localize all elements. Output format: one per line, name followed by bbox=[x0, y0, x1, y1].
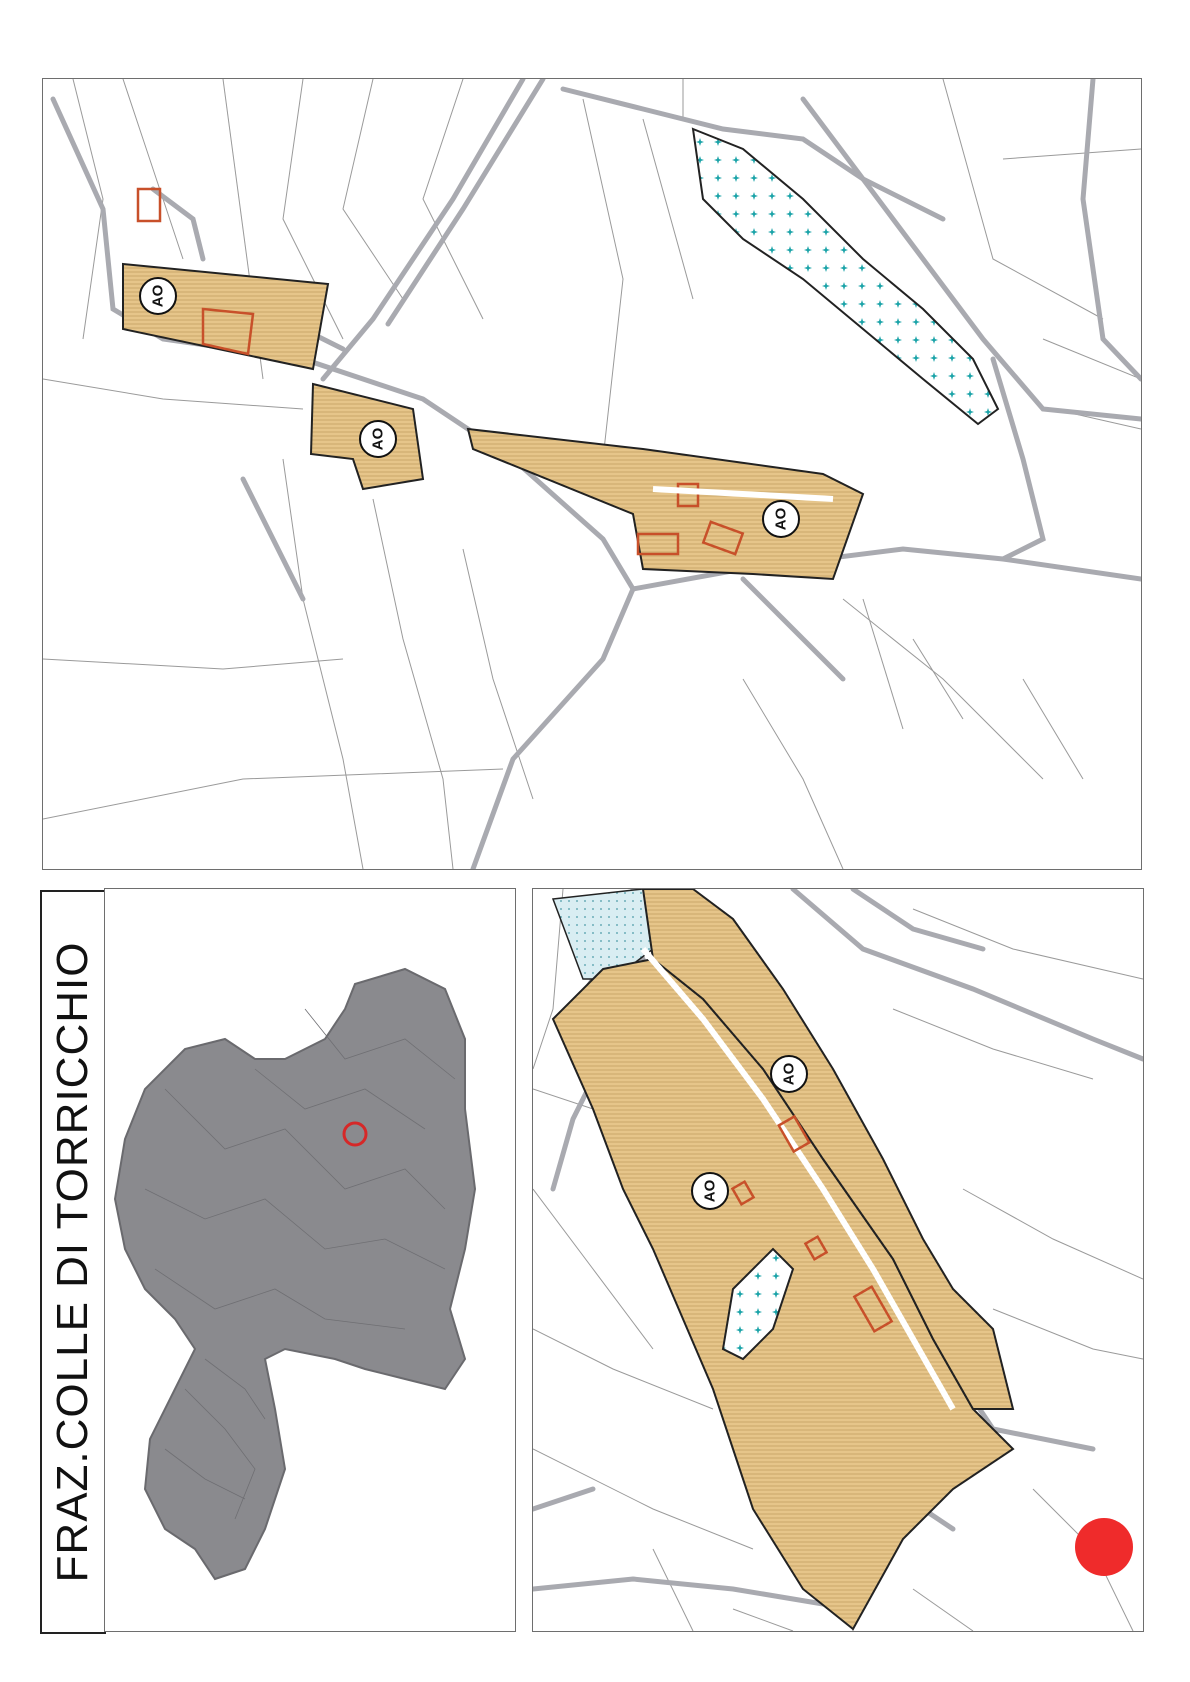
location-marker bbox=[342, 1121, 368, 1147]
zone-label-5: AO bbox=[702, 1179, 719, 1202]
upper-map-panel[interactable]: AO AO AO bbox=[42, 78, 1142, 870]
map-title: FRAZ.COLLE DI TORRICCHIO bbox=[48, 941, 97, 1583]
zone-label-4: AO bbox=[781, 1062, 798, 1085]
zone-ao-lower-2 bbox=[641, 889, 1015, 1410]
zone-label-1: AO bbox=[150, 284, 167, 307]
lower-map-panel[interactable]: AO AO bbox=[532, 888, 1144, 1632]
red-dot-marker bbox=[1075, 1518, 1133, 1576]
zone-labels: AO AO bbox=[691, 1055, 808, 1210]
zone-labels: AO AO AO bbox=[139, 277, 800, 538]
protected-area bbox=[691, 127, 1000, 426]
zone-ao-3 bbox=[466, 427, 865, 581]
municipality-outline bbox=[113, 967, 477, 1581]
protected-area bbox=[721, 1247, 795, 1361]
locator-texture bbox=[144, 1008, 456, 1520]
lower-map: AO AO bbox=[533, 889, 1143, 1631]
upper-map: AO AO AO bbox=[43, 79, 1141, 869]
title-box: FRAZ.COLLE DI TORRICCHIO bbox=[40, 890, 106, 1634]
parcel-lines bbox=[43, 79, 1141, 869]
zone-label-2: AO bbox=[370, 427, 387, 450]
locator-map-panel[interactable] bbox=[104, 888, 516, 1632]
locator-map bbox=[113, 967, 477, 1581]
zone-label-3: AO bbox=[773, 507, 790, 530]
buildings bbox=[136, 187, 745, 556]
buildings bbox=[730, 1114, 894, 1334]
